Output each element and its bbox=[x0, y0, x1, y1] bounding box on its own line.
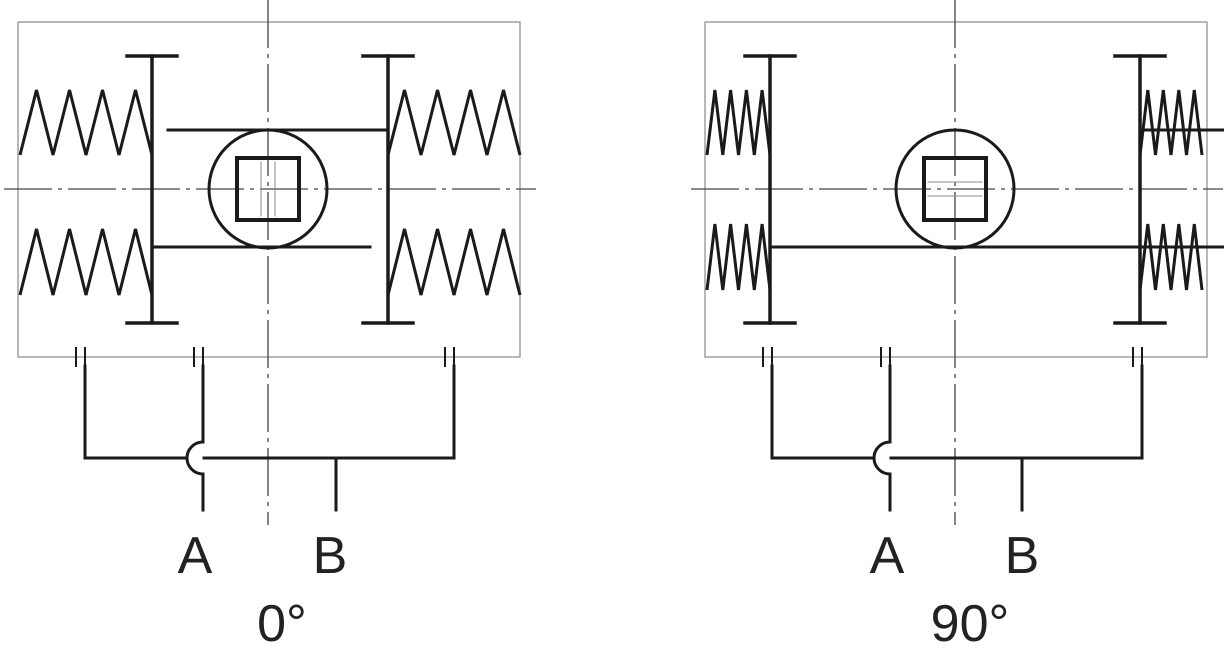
pipe-a-crossover-0 bbox=[185, 440, 204, 476]
port-label-b-0: B bbox=[312, 527, 348, 585]
spring-left-upper-0 bbox=[18, 89, 154, 156]
rotor-square-0 bbox=[235, 156, 301, 222]
pipe-a-crossover-90 bbox=[872, 440, 891, 476]
spring-right-lower-90 bbox=[1138, 223, 1204, 291]
rotor-square-90 bbox=[922, 156, 988, 222]
spring-right-upper-90 bbox=[1138, 89, 1204, 156]
spring-right-lower-0 bbox=[386, 228, 522, 296]
angle-label-90: 90° bbox=[930, 595, 1010, 653]
port-label-a-0: A bbox=[177, 527, 213, 585]
spring-left-lower-90 bbox=[705, 223, 772, 291]
spring-left-lower-0 bbox=[18, 228, 154, 296]
angle-label-0: 0° bbox=[257, 595, 307, 653]
port-label-b-90: B bbox=[1004, 527, 1040, 585]
spring-left-upper-90 bbox=[705, 89, 772, 156]
spring-right-upper-0 bbox=[386, 89, 522, 156]
port-label-a-90: A bbox=[869, 527, 905, 585]
